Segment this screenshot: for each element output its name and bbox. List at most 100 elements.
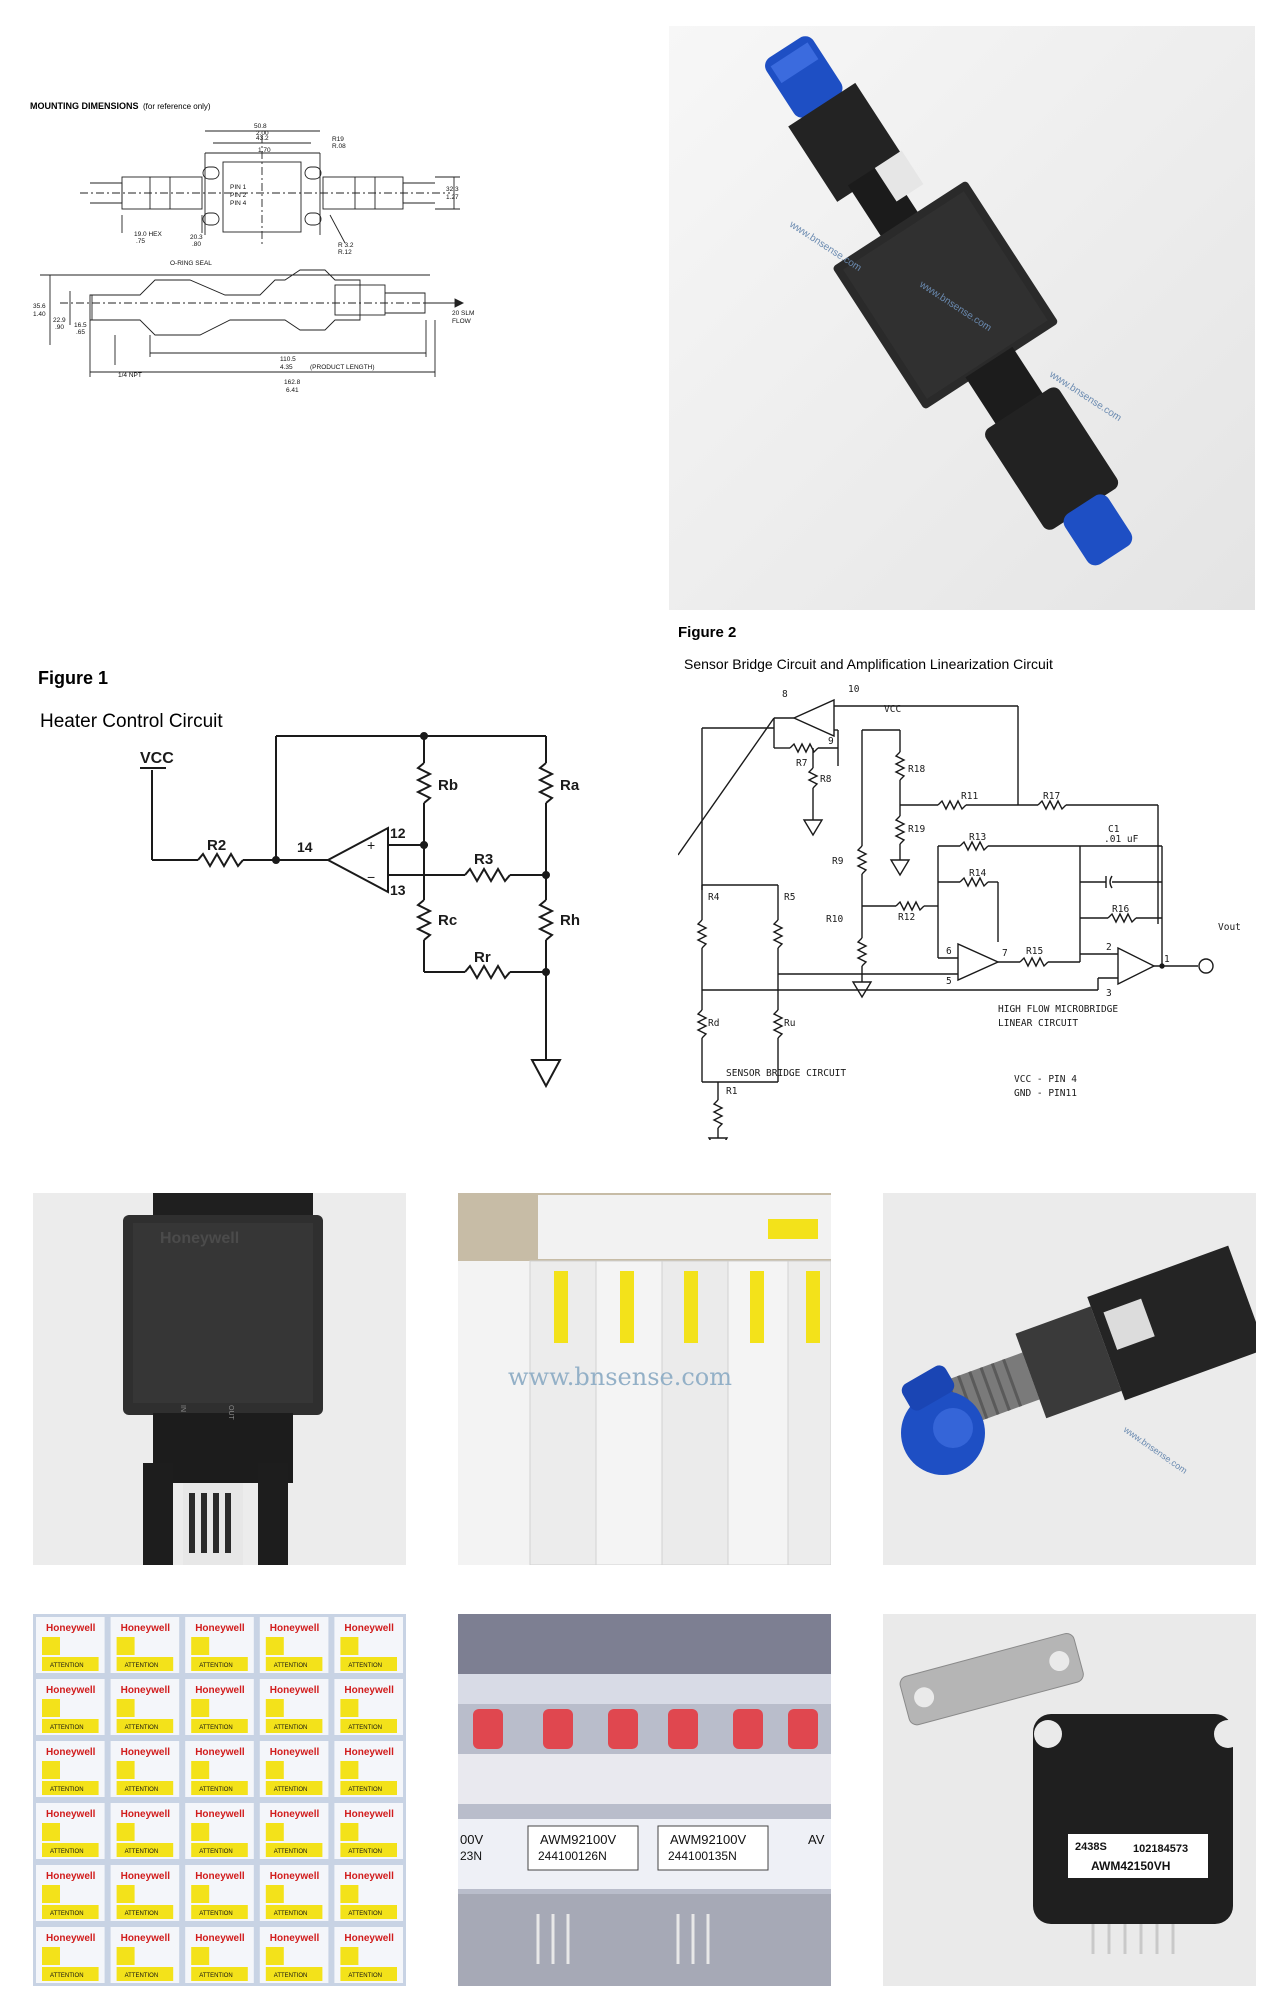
pin-14-label: 14 [297,839,313,855]
fig2-r4-label: R4 [708,892,720,903]
pin-12-label: 12 [390,825,406,841]
fig2-r13-label: R13 [969,832,986,843]
honeywell-logo: Honeywell [46,1685,96,1696]
honeywell-logo: Honeywell [121,1623,171,1634]
dim-label: 1.27 [446,194,459,201]
attention-text: ATTENTION [274,1973,308,1979]
fig2-r16-label: R16 [1112,904,1129,915]
fig2-r12-label: R12 [898,912,915,923]
dim-label: .75 [136,238,145,245]
dim-label: 110.5 [280,356,296,363]
fig2-node-label: 3 [1106,988,1112,999]
attention-text: ATTENTION [199,1973,233,1979]
honeywell-logo: Honeywell [344,1747,394,1758]
label-number: 102184573 [1133,1843,1188,1855]
watermark: www.bnsense.com [508,1363,732,1391]
mounting-title: MOUNTING DIMENSIONS [30,101,139,111]
honeywell-logo: Honeywell [121,1933,171,1944]
pin-13-label: 13 [390,882,406,898]
fig2-gndpin-label: GND - PIN11 [1014,1088,1077,1099]
attention-text: ATTENTION [348,1973,382,1979]
threaded-fitting-photo: www.bnsense.com [883,1193,1256,1565]
dim-label: 2.00 [256,130,269,137]
honeywell-logo: Honeywell [270,1809,320,1820]
port-in-label: IN [179,1405,186,1412]
attention-text: ATTENTION [50,1849,84,1855]
dim-label: O-RING SEAL [170,260,212,267]
honeywell-housing-photo: Honeywell IN OUT [33,1193,406,1565]
fig2-r7-label: R7 [796,758,807,769]
honeywell-logo: Honeywell [270,1685,320,1696]
attention-text: ATTENTION [348,1849,382,1855]
attention-text: ATTENTION [348,1787,382,1793]
label-part-number: AWM42150VH [1091,1859,1170,1873]
mounting-dimensions-drawing: MOUNTING DIMENSIONS (for reference only) [30,95,500,405]
vcc-label: VCC [140,750,174,767]
rr-label: Rr [474,949,491,966]
sensor-photo-blue-caps: www.bnsense.com www.bnsense.com www.bnse… [669,26,1255,610]
fig2-r14-label: R14 [969,868,986,879]
fig2-rd-label: Rd [708,1018,719,1029]
figure-2-bridge-amplification-circuit: Figure 2 Sensor Bridge Circuit and Ampli… [677,620,1258,1155]
attention-text: ATTENTION [199,1911,233,1917]
attention-text: ATTENTION [199,1725,233,1731]
attention-text: ATTENTION [125,1787,159,1793]
honeywell-logo: Honeywell [195,1871,245,1882]
honeywell-logo: Honeywell [160,1230,239,1247]
dim-label: 1.70 [258,147,271,154]
packaged-boxes-photo: www.bnsense.com [458,1193,831,1565]
dim-label: 32.3 [446,186,459,193]
figure-2-heading: Figure 2 [678,624,736,641]
fig2-r18-label: R18 [908,764,925,775]
honeywell-logo: Honeywell [121,1809,171,1820]
honeywell-logo: Honeywell [344,1623,394,1634]
attention-text: ATTENTION [50,1663,84,1669]
fig2-vcc-label: VCC [884,704,901,715]
figure-2-schematic [677,698,1214,1155]
attention-text: ATTENTION [125,1911,159,1917]
dim-label: .65 [76,329,85,336]
fig2-r19-label: R19 [908,824,925,835]
fig2-sbc-label: SENSOR BRIDGE CIRCUIT [726,1068,846,1079]
honeywell-logo: Honeywell [270,1933,320,1944]
attention-text: ATTENTION [274,1849,308,1855]
rb-label: Rb [438,777,458,794]
partial-label: AV [808,1832,825,1847]
dim-label: .90 [55,324,64,331]
dim-label: PIN 2 [230,192,247,199]
fig2-node-label: 5 [946,976,952,987]
fig2-r8-label: R8 [820,774,832,785]
dim-label: PIN 4 [230,200,247,207]
fig2-r1-label: R1 [726,1086,738,1097]
honeywell-logo: Honeywell [46,1871,96,1882]
dim-label: PIN 1 [230,184,247,191]
label-code: 2438S [1075,1841,1107,1853]
dim-label: 1/4 NPT [118,372,142,379]
honeywell-logo: Honeywell [121,1685,171,1696]
honeywell-logo: Honeywell [121,1871,171,1882]
dim-label: 1.40 [33,311,46,318]
fig2-r5-label: R5 [784,892,795,903]
opamp-minus: − [367,869,375,885]
r3-label: R3 [474,851,493,868]
dim-label: 43.2 [256,135,269,142]
partial-label: 00V [460,1832,483,1847]
